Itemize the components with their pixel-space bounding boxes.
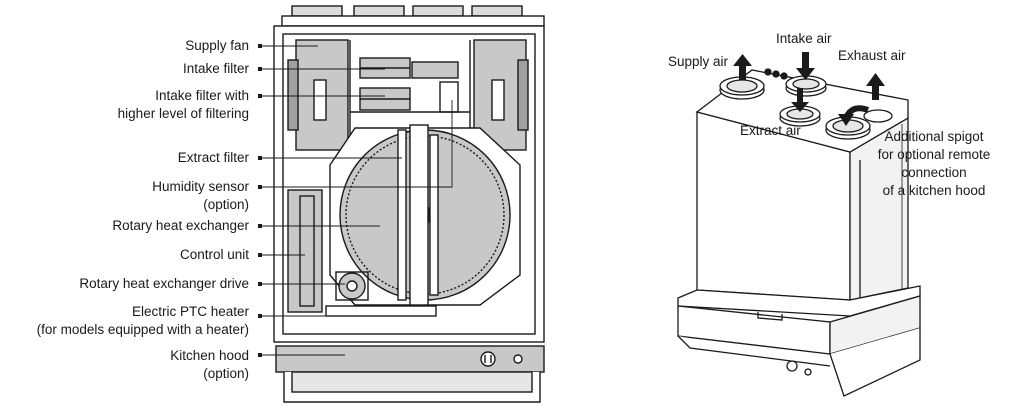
label-kitchen-hood-line2: (option) — [203, 366, 249, 381]
hood-knob — [480, 351, 496, 367]
label-intake-air: Intake air — [776, 31, 832, 46]
label-humidity-sensor-line2: (option) — [203, 197, 249, 212]
label-spigot-line1: Additional spigot — [884, 129, 984, 144]
cutaway-unit — [273, 5, 545, 403]
airflow-arrows — [733, 52, 885, 126]
exterior-hood-top — [677, 285, 921, 317]
leader-lines — [258, 44, 453, 357]
top-plate — [281, 15, 545, 27]
exterior-hood-knob — [786, 360, 798, 372]
label-humidity-sensor-line1: Humidity sensor — [152, 179, 249, 194]
ptc-heater — [325, 305, 437, 317]
label-rotary-drive: Rotary heat exchanger drive — [79, 276, 249, 291]
top-spigot — [412, 5, 464, 17]
label-spigot-line3: connection — [901, 165, 967, 180]
label-rotary-heat-exchanger: Rotary heat exchanger — [112, 218, 249, 233]
hood-button — [513, 354, 523, 364]
additional-spigot — [863, 109, 893, 123]
label-ptc-heater-line2: (for models equipped with a heater) — [36, 322, 249, 337]
label-supply-air: Supply air — [668, 54, 729, 69]
label-intake-filter-high-line2: higher level of filtering — [117, 106, 249, 121]
top-spigot — [353, 5, 405, 17]
top-spigot — [471, 5, 523, 17]
extract-filter — [397, 129, 407, 301]
label-spigot-line4: of a kitchen hood — [882, 183, 986, 198]
label-ptc-heater-line1: Electric PTC heater — [131, 304, 249, 319]
label-spigot-line2: for optional remote — [877, 147, 991, 162]
top-spigot — [291, 5, 343, 17]
label-extract-filter: Extract filter — [177, 150, 249, 165]
exterior-unit — [677, 68, 921, 397]
label-intake-filter-high-line1: Intake filter with — [155, 88, 249, 103]
label-control-unit: Control unit — [179, 247, 249, 262]
label-intake-filter: Intake filter — [182, 61, 249, 76]
label-extract-air: Extract air — [740, 123, 801, 138]
label-exhaust-air: Exhaust air — [838, 48, 906, 63]
label-kitchen-hood-line1: Kitchen hood — [170, 348, 249, 363]
kitchen-hood — [275, 345, 545, 373]
label-supply-fan: Supply fan — [185, 38, 249, 53]
